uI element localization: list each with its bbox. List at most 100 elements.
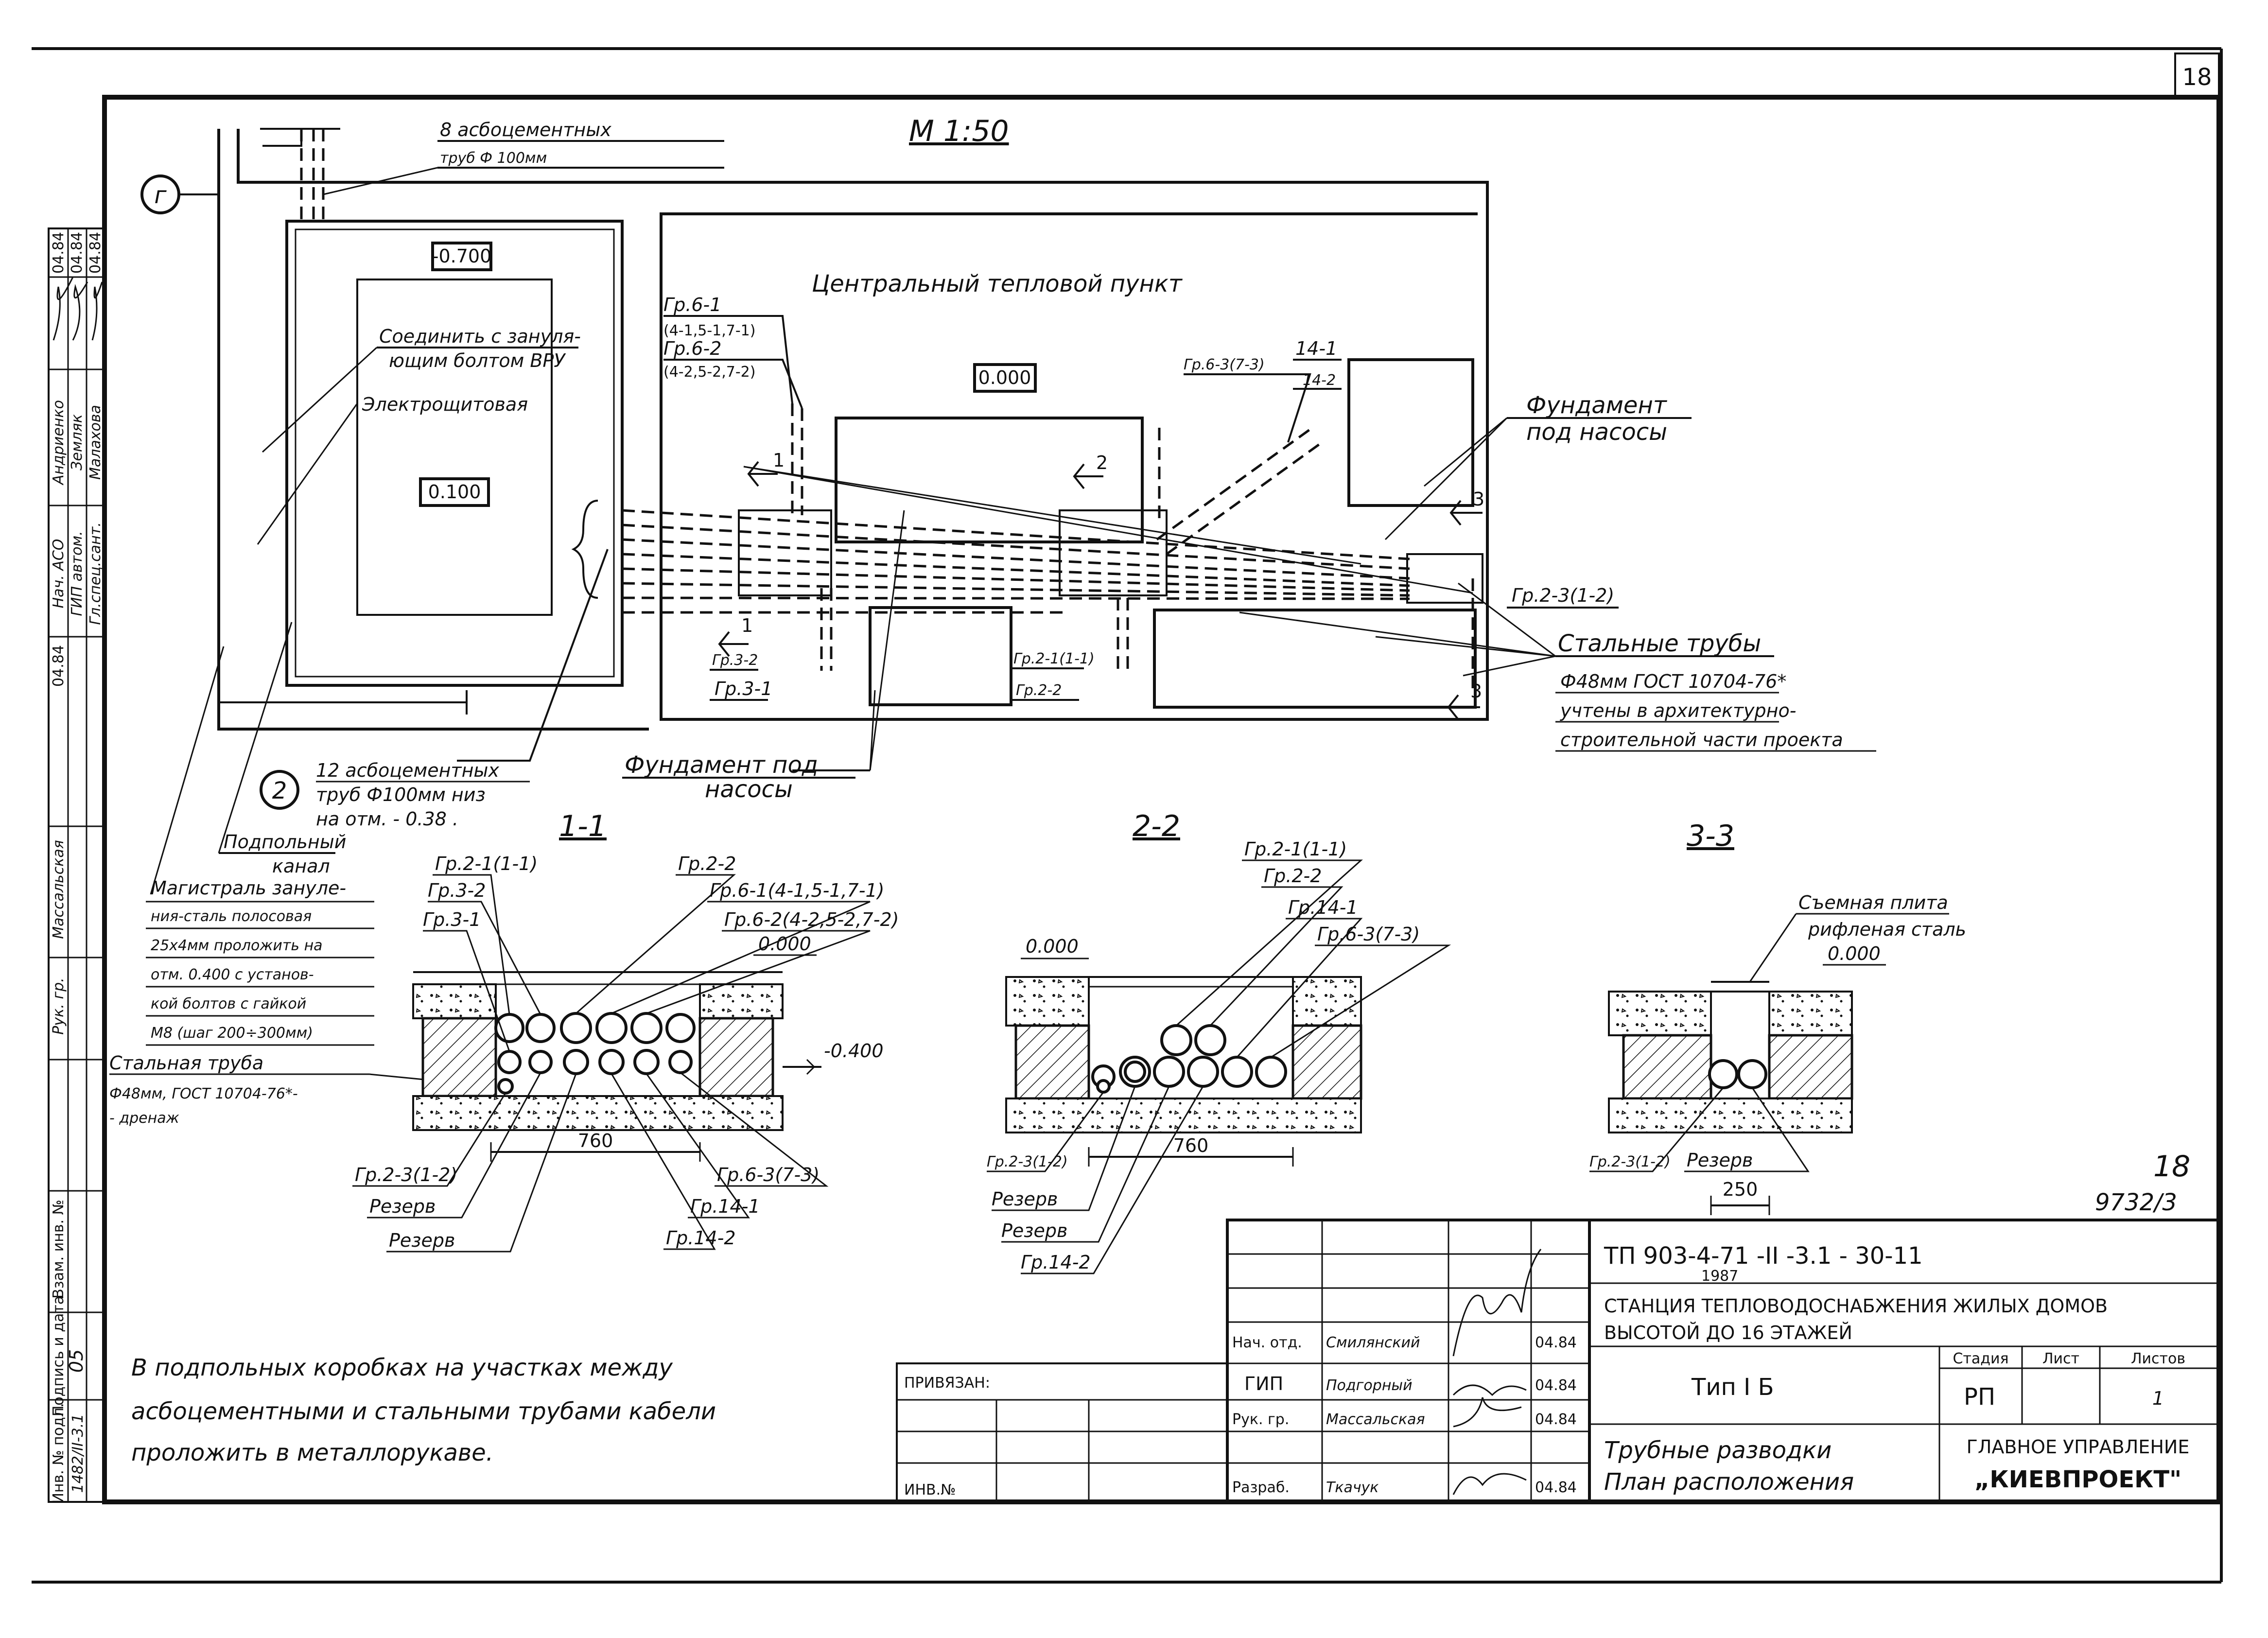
strip-podp-label: Подпись и дата [50,1296,67,1417]
lbl-electro: Электрощитовая [362,394,528,415]
sec11-concrete-bottom [412,1095,784,1131]
lbl-gr142-plan: 14-2 [1303,372,1336,389]
strip-signature-1 [52,277,74,341]
level-minus-0700: -0.700 [432,245,492,267]
tb-date-2: 04.84 [1535,1377,1577,1394]
sec33-concrete-top-left [1608,991,1712,1036]
sec33-wall-right [1768,1034,1853,1100]
strip-signature-2 [72,281,88,341]
lbl-gr23-plan: Гр.2-3(1-2) [1512,585,1614,606]
sec22-concrete-bottom [1005,1098,1362,1133]
lbl-found-bot-2: насосы [705,776,793,803]
tb-lists-h: Листов [2131,1350,2185,1367]
section-2-2: 2-2 760 0.000 Гр.2-1(1-1) Гр.2-2 Гр.14-1 [987,809,1451,1274]
sec22-l-rez1: Резерв [992,1188,1058,1210]
sec11-dim: 760 [578,1130,613,1151]
tb-sheet-title-1: Трубные разводки [1604,1437,1832,1464]
lbl-asbest-bot-1: 12 асбоцементных [316,760,499,781]
lbl-magistral-3: 25х4мм проложить на [151,937,323,954]
note-line-3: проложить в металлорукаве. [131,1439,493,1466]
sec22-l-gr142: Гр.14-2 [1021,1252,1091,1273]
lbl-magistral-1: Магистраль зануле- [151,877,346,899]
tb-date-1: 04.84 [1535,1334,1577,1351]
lbl-steel-4: строительной части проекта [1560,729,1843,750]
room-title: Центральный тепловой пункт [812,270,1183,297]
lbl-gr31-plan: Гр.3-1 [715,678,772,699]
lbl-gr141-plan: 14-1 [1295,338,1337,359]
note-line-1: В подпольных коробках на участках между [131,1354,673,1381]
sec22-l-gr23: Гр.2-3(1-2) [987,1153,1068,1170]
tb-signature-4 [1452,1473,1527,1495]
plan-view: г 2 -0.700 0.000 0.100 [109,114,1876,1127]
sec-mark-1-top: 1 [773,450,785,471]
tb-inv: ИНВ.№ [904,1481,956,1499]
lbl-drain-3: - дренаж [109,1110,179,1127]
tb-name-1: Смилянский [1326,1334,1420,1351]
strip-vzam-label: Взам. инв. № [50,1200,67,1299]
tb-role-2: ГИП [1244,1373,1283,1394]
level-0000-plan: 0.000 [978,367,1031,388]
sec22-l-gr21: Гр.2-1(1-1) [1244,838,1347,860]
strip-post-2: ГИП автом. [69,531,86,616]
sheet-number: 18 [2182,64,2212,91]
sec22-l-gr63: Гр.6-3(7-3) [1317,924,1420,945]
tb-signature-1 [1452,1249,1542,1357]
strip-date-2: 04.84 [69,232,86,274]
lbl-steel-2: Ф48мм ГОСТ 10704-76* [1560,671,1786,692]
sec33-dim: 250 [1723,1179,1758,1200]
tb-project-2: ВЫСОТОЙ ДО 16 ЭТАЖЕЙ [1604,1322,1852,1343]
strip-person-2: Земляк [69,414,86,470]
lbl-gr61: Гр.6-1 [663,294,721,315]
sec22-l-gr22: Гр.2-2 [1264,865,1322,887]
ref-top: 18 [2153,1150,2190,1184]
strip-post-6: 04.84 [50,645,67,687]
strip-post-4: Рук. гр. [50,977,67,1034]
sec11-leaders [352,874,871,1253]
lbl-asbest-bot-2: труб Ф100мм низ [316,784,486,805]
lbl-connect-1: Соединить с зануля- [379,326,581,347]
sec33-wall-left [1622,1034,1712,1100]
sec11-l-rez2: Резерв [389,1230,455,1251]
sec22-title: 2-2 [1133,809,1180,843]
lbl-gr22-plan: Гр.2-2 [1016,682,1062,699]
sec22-leaders [987,859,1451,1274]
tb-name-2: Подгорный [1326,1377,1413,1394]
sec22-wall-left [1014,1024,1090,1100]
sec11-l-gr32: Гр.3-2 [428,880,486,901]
lbl-channel-2: канал [272,855,330,877]
tb-date-4: 04.84 [1535,1479,1577,1496]
scale-label: М 1:50 [909,114,1009,148]
lbl-connect-2: ющим болтом ВРУ [389,350,566,371]
note-line-2: асбоцементными и стальными трубами кабел… [131,1398,716,1425]
tb-role-1: Нач. отд. [1232,1334,1302,1351]
lbl-gr62: Гр.6-2 [663,338,721,359]
sec-mark-3-bot: 3 [1470,680,1482,702]
lbl-found-top-2: под насосы [1526,418,1667,446]
sec22-wall-right [1291,1024,1362,1100]
sec11-l-gr31: Гр.3-1 [423,909,481,930]
sec-mark-3-top: 3 [1473,488,1484,510]
lbl-magistral-2: ния-сталь полосовая [151,908,312,925]
axis-g: г [154,182,167,209]
lbl-gr32-plan: Гр.3-2 [712,652,758,669]
general-note: В подпольных коробках на участках между … [131,1354,716,1466]
sec11-l-0400: -0.400 [824,1040,884,1062]
lbl-gr62-sub: (4-2,5-2,7-2) [663,364,755,381]
title-block: ПРИВЯЗАН: ИНВ.№ Нач. отд. Смилянский 04.… [896,1219,2220,1503]
tb-stage-h: Стадия [1953,1350,2008,1367]
sec33-l-0000: 0.000 [1828,943,1881,964]
sec33-l-gr23: Гр.2-3(1-2) [1589,1153,1671,1170]
lbl-gr63-plan: Гр.6-3(7-3) [1184,356,1265,373]
sec11-title: 1-1 [559,809,607,843]
sec11-l-gr63: Гр.6-3(7-3) [717,1164,820,1185]
sec33-l-plate1: Съемная плита [1798,892,1948,913]
tb-date-3: 04.84 [1535,1411,1577,1428]
strip-person-1: Андриенко [50,400,67,486]
sec22-l-0000: 0.000 [1026,936,1079,957]
sec11-l-0000: 0.000 [758,933,811,955]
lbl-asbest-top-1: 8 асбоцементных [440,119,611,140]
strip-inv-label: Инв. № подл. [50,1403,67,1504]
tb-stage-v: РП [1964,1383,1995,1411]
lbl-magistral-4: отм. 0.400 с установ- [151,966,314,983]
